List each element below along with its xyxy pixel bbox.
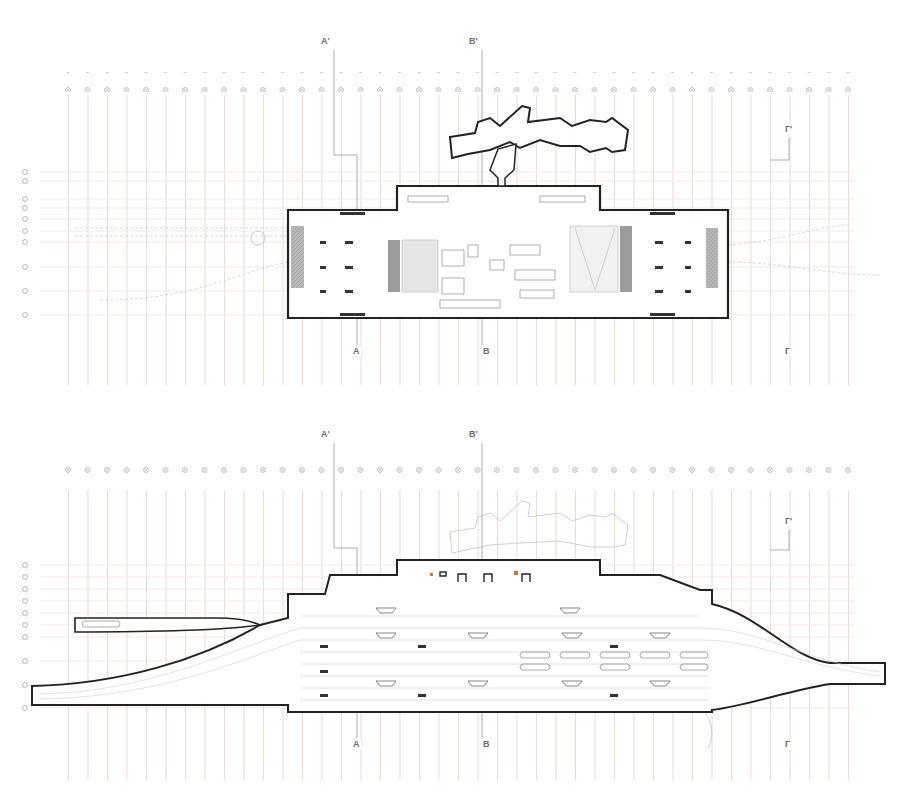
section-marker: Г': [784, 124, 793, 135]
section-marker: А': [320, 36, 331, 47]
section-marker: А: [352, 346, 361, 357]
section-marker: А: [352, 739, 361, 750]
section-marker: В': [468, 429, 479, 440]
section-marker: Г': [784, 516, 793, 527]
section-marker: В: [482, 739, 491, 750]
section-marker: В: [482, 346, 491, 357]
section-marker: В': [468, 36, 479, 47]
lower-plan: [23, 443, 885, 780]
section-marker: Г: [784, 346, 791, 357]
upper-plan: [23, 50, 880, 385]
section-marker: А': [320, 429, 331, 440]
section-marker: Г: [784, 739, 791, 750]
